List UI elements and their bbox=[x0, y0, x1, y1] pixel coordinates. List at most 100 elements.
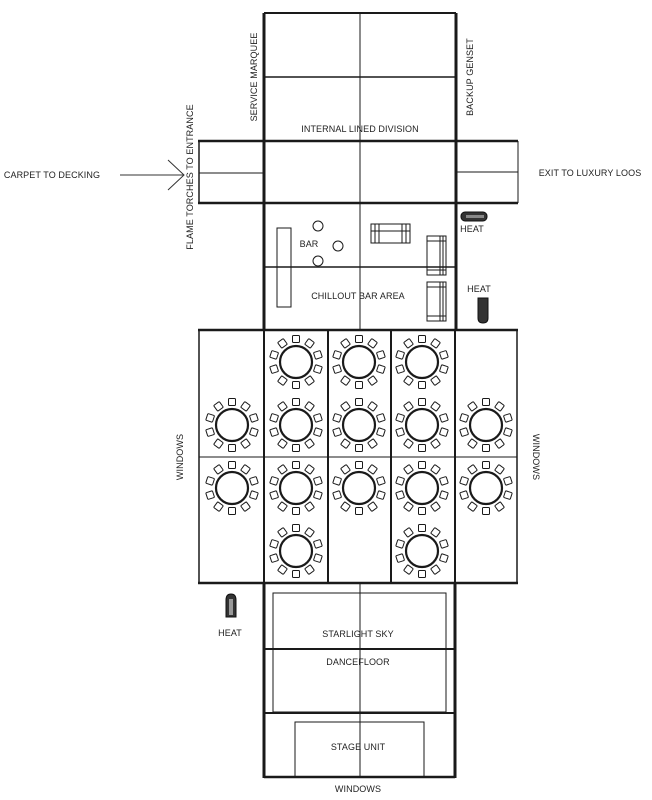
windows-left-label: WINDOWS bbox=[175, 433, 185, 481]
chair-icon bbox=[240, 401, 251, 412]
chair-icon bbox=[213, 464, 224, 475]
chair-icon bbox=[269, 490, 279, 500]
chair-icon bbox=[355, 461, 363, 469]
round-table-icon bbox=[459, 398, 513, 452]
chair-icon bbox=[459, 476, 469, 486]
chair-icon bbox=[418, 444, 426, 452]
chair-icon bbox=[292, 507, 300, 515]
round-table-icon bbox=[269, 461, 323, 515]
chair-icon bbox=[228, 398, 236, 406]
round-table-icon bbox=[459, 461, 513, 515]
chair-icon bbox=[403, 527, 414, 538]
chair-icon bbox=[376, 427, 386, 437]
chair-icon bbox=[313, 413, 323, 423]
chair-icon bbox=[395, 476, 405, 486]
chair-icon bbox=[430, 464, 441, 475]
chair-icon bbox=[304, 564, 315, 575]
chair-icon bbox=[269, 364, 279, 374]
dancefloor-label: DANCEFLOOR bbox=[326, 657, 390, 667]
heat-label-bottom: HEAT bbox=[218, 628, 242, 638]
chair-icon bbox=[367, 438, 378, 449]
service-marquee-structure bbox=[198, 12, 519, 330]
stage-unit-label: STAGE UNIT bbox=[330, 742, 386, 752]
chair-icon bbox=[395, 427, 405, 437]
chair-icon bbox=[277, 501, 288, 512]
chair-icon bbox=[332, 490, 342, 500]
chair-icon bbox=[313, 490, 323, 500]
chair-icon bbox=[403, 338, 414, 349]
chair-icon bbox=[467, 401, 478, 412]
chair-icon bbox=[277, 438, 288, 449]
chair-icon bbox=[277, 464, 288, 475]
chair-icon bbox=[332, 413, 342, 423]
chair-icon bbox=[304, 338, 315, 349]
chair-icon bbox=[228, 507, 236, 515]
chair-icon bbox=[292, 335, 300, 343]
chair-icon bbox=[367, 401, 378, 412]
round-table-icon bbox=[332, 398, 386, 452]
starlight-sky-label: STARLIGHT SKY bbox=[322, 629, 394, 639]
chair-icon bbox=[503, 427, 513, 437]
chair-icon bbox=[439, 350, 449, 360]
chair-icon bbox=[439, 413, 449, 423]
chair-icon bbox=[376, 476, 386, 486]
round-tables bbox=[205, 335, 513, 578]
chair-icon bbox=[395, 364, 405, 374]
chair-icon bbox=[403, 501, 414, 512]
chair-icon bbox=[313, 539, 323, 549]
round-table-icon bbox=[269, 398, 323, 452]
chair-icon bbox=[355, 335, 363, 343]
chair-icon bbox=[494, 401, 505, 412]
sofa-icon bbox=[426, 235, 447, 276]
chair-icon bbox=[332, 427, 342, 437]
chair-icon bbox=[292, 570, 300, 578]
chair-icon bbox=[503, 413, 513, 423]
chair-icon bbox=[367, 375, 378, 386]
chair-icon bbox=[418, 570, 426, 578]
bar-counter bbox=[276, 227, 292, 308]
chair-icon bbox=[269, 413, 279, 423]
chair-icon bbox=[249, 476, 259, 486]
round-table-icon bbox=[395, 461, 449, 515]
round-table-icon bbox=[332, 461, 386, 515]
chair-icon bbox=[367, 338, 378, 349]
chair-icon bbox=[340, 375, 351, 386]
chair-icon bbox=[292, 524, 300, 532]
heater-icon bbox=[477, 297, 489, 324]
chair-icon bbox=[439, 539, 449, 549]
chair-icon bbox=[430, 438, 441, 449]
chair-icon bbox=[292, 461, 300, 469]
chair-icon bbox=[403, 564, 414, 575]
bar-stool bbox=[312, 255, 324, 267]
chair-icon bbox=[340, 464, 351, 475]
chair-icon bbox=[355, 507, 363, 515]
chair-icon bbox=[332, 364, 342, 374]
chair-icon bbox=[269, 350, 279, 360]
main-dining-hall bbox=[198, 328, 518, 585]
chair-icon bbox=[313, 427, 323, 437]
chair-icon bbox=[249, 413, 259, 423]
chair-icon bbox=[482, 398, 490, 406]
heat-label-top: HEAT bbox=[460, 224, 484, 234]
chair-icon bbox=[367, 464, 378, 475]
chair-icon bbox=[459, 427, 469, 437]
chair-icon bbox=[430, 375, 441, 386]
chair-icon bbox=[467, 438, 478, 449]
chair-icon bbox=[304, 438, 315, 449]
chair-icon bbox=[494, 464, 505, 475]
chair-icon bbox=[503, 476, 513, 486]
chair-icon bbox=[395, 539, 405, 549]
chair-icon bbox=[395, 350, 405, 360]
chair-icon bbox=[395, 413, 405, 423]
chair-icon bbox=[240, 464, 251, 475]
bar-stool bbox=[312, 220, 324, 232]
flame-torches-label: FLAME TORCHES TO ENTRANCE bbox=[185, 104, 195, 250]
chair-icon bbox=[313, 553, 323, 563]
chair-icon bbox=[418, 335, 426, 343]
chair-icon bbox=[482, 507, 490, 515]
chair-icon bbox=[376, 350, 386, 360]
chair-icon bbox=[395, 553, 405, 563]
chair-icon bbox=[269, 553, 279, 563]
chair-icon bbox=[340, 438, 351, 449]
chair-icon bbox=[240, 438, 251, 449]
